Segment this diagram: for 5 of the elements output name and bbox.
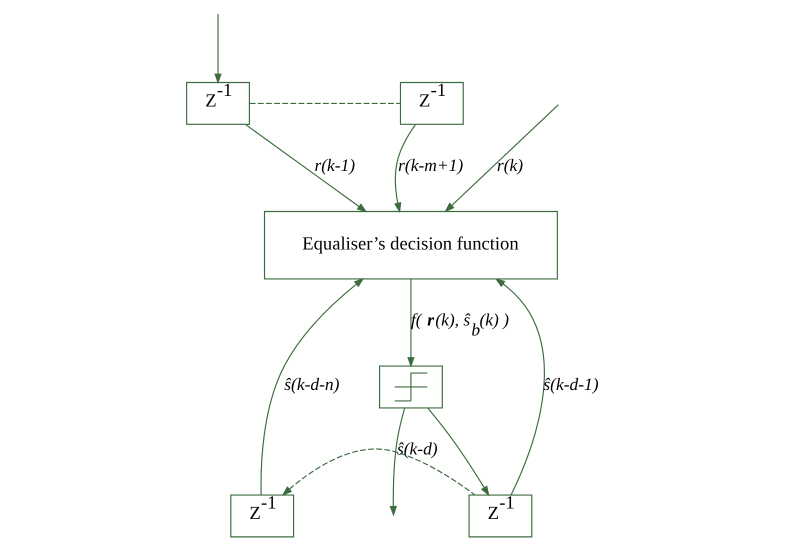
edge-label: r(k-m+1) (398, 154, 464, 175)
edge-label: ŝ(k-d-n) (284, 374, 340, 394)
edge-label: ŝ(k-d) (396, 438, 438, 458)
edge-label: r(k) (496, 154, 524, 175)
edge-label: r(k-1) (314, 154, 356, 175)
